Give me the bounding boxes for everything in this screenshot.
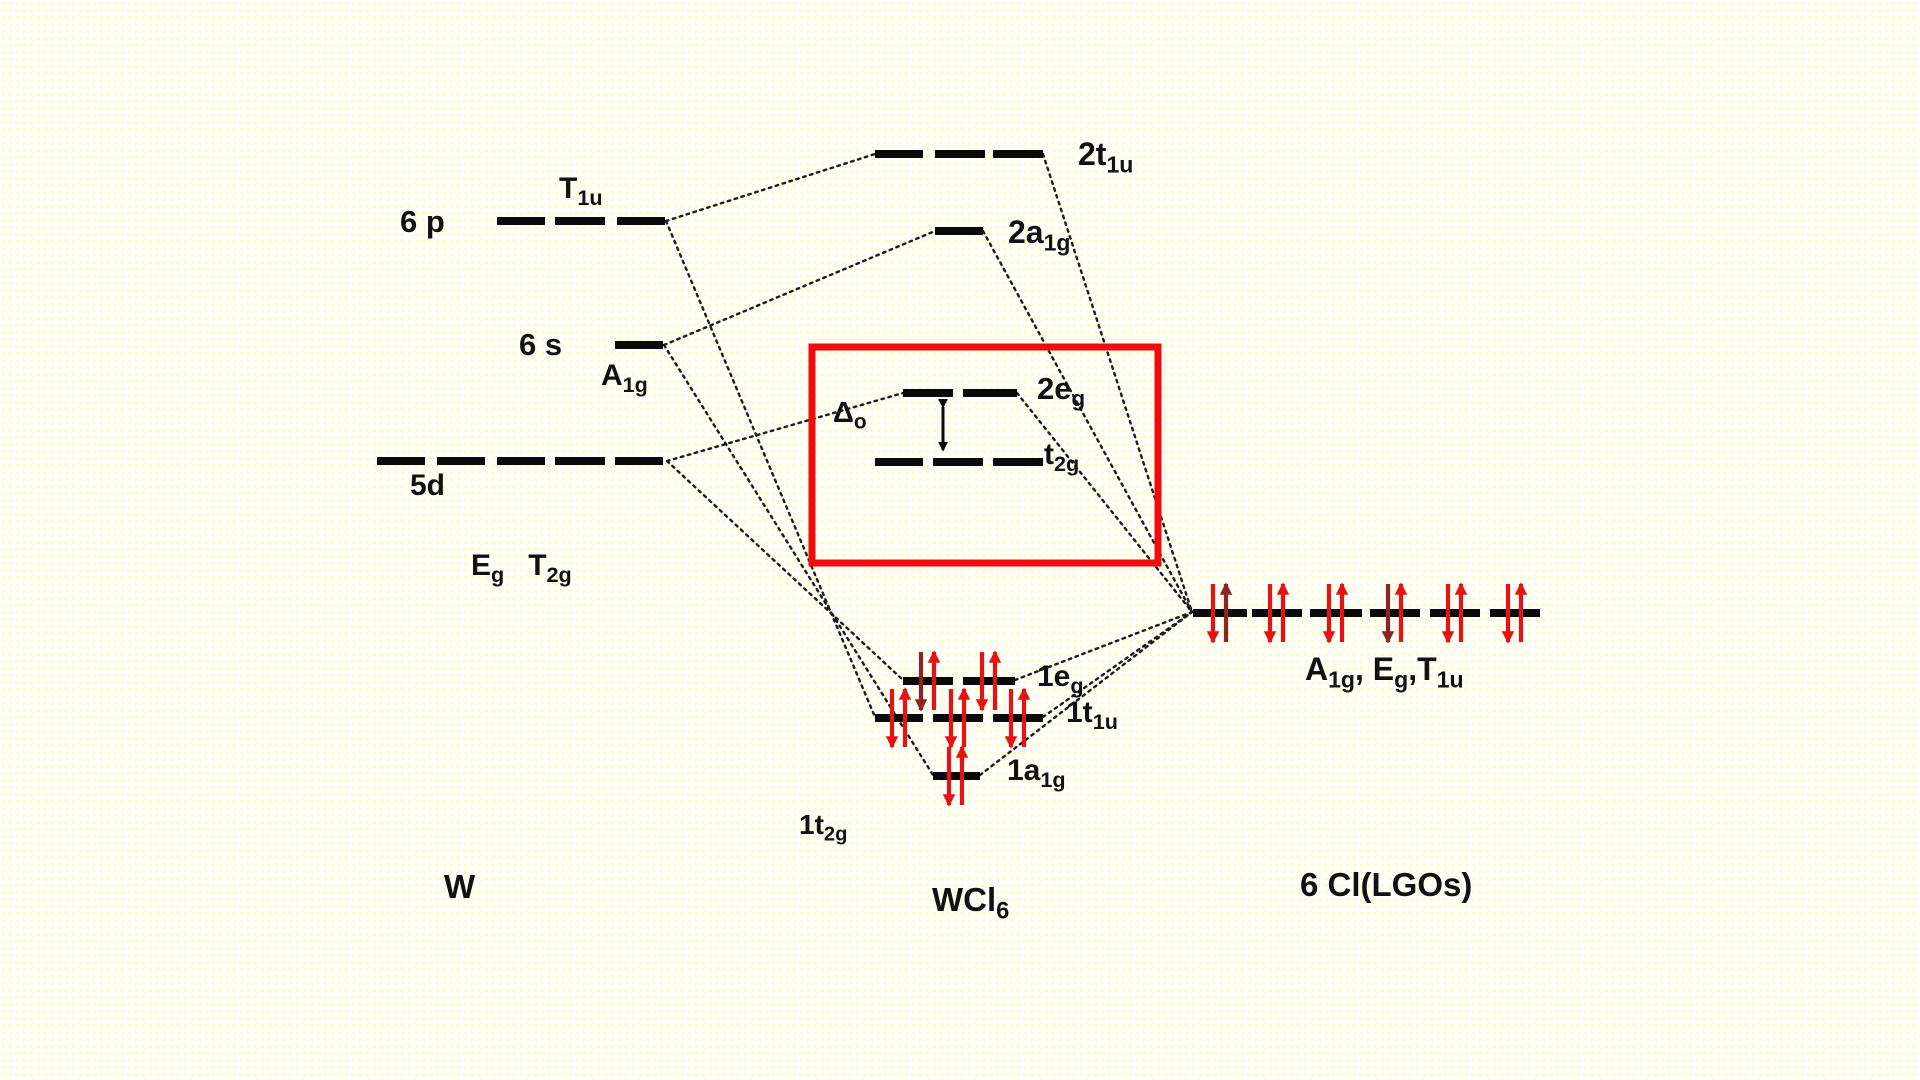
label-delta-o: Δo <box>833 397 867 434</box>
line-1eg-lgo <box>1013 610 1194 682</box>
electron-pair-1t1u-1 <box>885 687 912 749</box>
line-6p-1t1u <box>664 219 877 719</box>
footer-ligands: 6 Cl(LGOs) <box>1300 866 1473 903</box>
line-2eg-lgo <box>1015 391 1194 614</box>
line-5d-2eg <box>665 391 905 463</box>
label-2a1g: 2a1g <box>1008 214 1071 256</box>
electron-pair-lgo-6 <box>1501 582 1528 644</box>
electron-pair-1a1g <box>942 745 969 807</box>
footer-molecule: WCl6 <box>932 881 1010 925</box>
label-lgo-symmetry: A1g, Eg,T1u <box>1305 651 1464 693</box>
line-5d-1eg <box>665 459 905 682</box>
frontier-highlight-box <box>808 343 1162 567</box>
label-2eg: 2eg <box>1037 371 1086 412</box>
electron-pair-lgo-4 <box>1381 582 1408 644</box>
label-1t2g: 1t2g <box>799 809 848 846</box>
electron-arrows <box>885 582 1528 807</box>
label-t2g: t2g <box>1044 438 1080 476</box>
label-2t1u: 2t1u <box>1078 136 1134 178</box>
label-6s: 6 s <box>519 327 563 362</box>
label-1eg: 1eg <box>1037 660 1084 698</box>
label-6p: 6 p <box>400 204 445 239</box>
electron-pair-1eg-1 <box>914 650 941 712</box>
electron-pair-1eg-2 <box>975 650 1002 712</box>
footer-metal: W <box>444 868 476 905</box>
electron-pair-lgo-1 <box>1206 582 1233 644</box>
electron-pair-lgo-2 <box>1263 582 1290 644</box>
electron-pair-1t1u-2 <box>944 687 971 749</box>
electron-pair-lgo-5 <box>1441 582 1468 644</box>
label-t1u-symmetry: T1u <box>559 172 603 210</box>
energy-levels <box>377 150 1540 780</box>
line-6p-2t1u <box>664 152 877 223</box>
label-1t1u: 1t1u <box>1066 696 1118 734</box>
line-6s-1a1g <box>662 343 935 777</box>
label-1a1g: 1a1g <box>1007 754 1066 792</box>
label-5d: 5d <box>410 469 446 502</box>
line-2t1u-lgo <box>1041 152 1194 614</box>
line-6s-2a1g <box>662 229 937 347</box>
line-1t1u-lgo <box>1041 610 1194 719</box>
label-a1g-symmetry: A1g <box>601 359 648 397</box>
electron-pair-1t1u-3 <box>1004 687 1031 749</box>
electron-pair-lgo-3 <box>1322 582 1349 644</box>
